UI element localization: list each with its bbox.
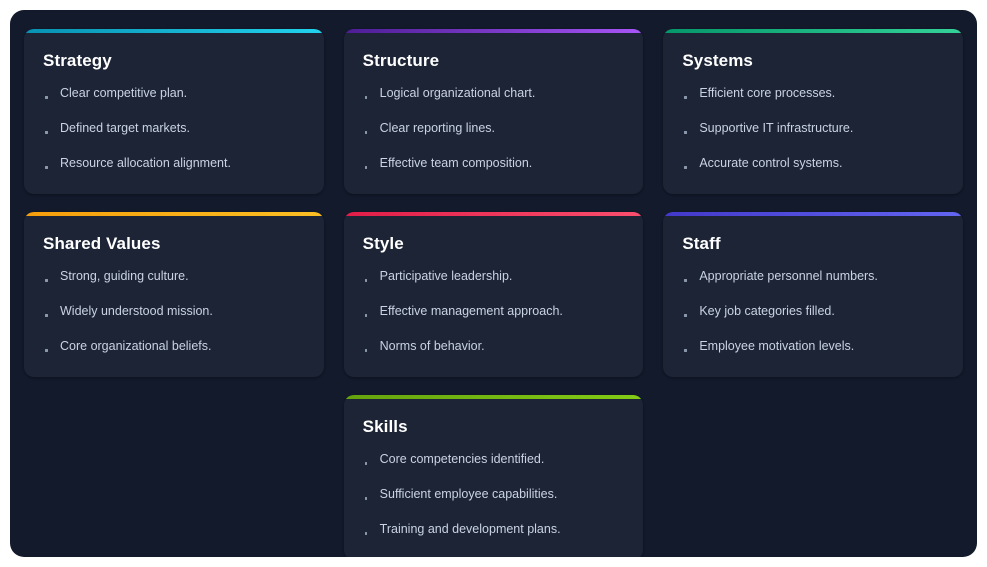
- list-item: Training and development plans.: [362, 521, 624, 538]
- list-item: Clear reporting lines.: [362, 120, 624, 137]
- bullet-icon: [364, 131, 368, 134]
- card-title: Skills: [362, 417, 408, 437]
- card-accent-bar: [663, 29, 963, 33]
- card-item-list: Logical organizational chart. Clear repor…: [362, 85, 624, 172]
- bullet-icon: [45, 349, 48, 352]
- list-item: Appropriate personnel numbers.: [681, 268, 943, 285]
- bullet-icon: [364, 96, 368, 99]
- list-item-label: Core competencies identified.: [379, 452, 545, 467]
- list-item: Strong, guiding culture.: [42, 268, 304, 285]
- bullet-icon: [364, 462, 368, 465]
- list-item-label: Effective team composition.: [379, 156, 533, 171]
- list-item-label: Key job categories filled.: [699, 304, 835, 319]
- card-title: Staff: [682, 234, 721, 254]
- list-item: Core competencies identified.: [362, 451, 624, 468]
- card-item-list: Clear competitive plan. Defined target ma…: [42, 85, 304, 172]
- card-accent-bar: [663, 212, 963, 217]
- bullet-icon: [45, 96, 48, 99]
- list-item: Efficient core processes.: [681, 85, 943, 102]
- bullet-icon: [364, 166, 368, 169]
- list-item: Resource allocation alignment.: [42, 155, 304, 172]
- list-item: Logical organizational chart.: [362, 85, 624, 102]
- bullet-icon: [364, 314, 368, 317]
- card-title: Shared Values: [43, 234, 161, 254]
- list-item: Key job categories filled.: [681, 303, 943, 320]
- bullet-icon: [684, 166, 687, 169]
- bullet-icon: [364, 497, 368, 500]
- card-accent-bar: [343, 29, 644, 33]
- bullet-icon: [684, 279, 687, 282]
- list-item-label: Employee motivation levels.: [699, 339, 855, 354]
- card-title: Systems: [682, 51, 753, 70]
- card-item-list: Participative leadership. Effective manag…: [362, 268, 624, 355]
- list-item: Widely understood mission.: [42, 303, 304, 320]
- list-item: Effective management approach.: [362, 303, 624, 320]
- card-accent-bar: [343, 212, 644, 217]
- list-item-label: Accurate control systems.: [699, 156, 843, 171]
- list-item-label: Norms of behavior.: [379, 339, 485, 354]
- list-item: Participative leadership.: [362, 268, 624, 285]
- list-item-label: Core organizational beliefs.: [60, 339, 212, 354]
- list-item-label: Logical organizational chart.: [379, 86, 536, 101]
- list-item-label: Defined target markets.: [60, 121, 190, 136]
- list-item: Clear competitive plan.: [42, 85, 304, 102]
- card-title: Style: [362, 234, 404, 254]
- bullet-icon: [364, 279, 368, 282]
- bullet-icon: [45, 279, 48, 282]
- list-item-label: Supportive IT infrastructure.: [699, 121, 854, 136]
- list-item-label: Widely understood mission.: [60, 304, 213, 319]
- bullet-icon: [684, 131, 687, 134]
- card-accent-bar: [343, 395, 644, 400]
- list-item-label: Clear competitive plan.: [60, 86, 188, 101]
- list-item: Defined target markets.: [42, 120, 304, 137]
- list-item: Supportive IT infrastructure.: [681, 120, 943, 137]
- list-item: Norms of behavior.: [362, 338, 624, 355]
- list-item-label: Sufficient employee capabilities.: [379, 487, 558, 502]
- bullet-icon: [684, 349, 687, 352]
- card-accent-bar: [24, 212, 324, 217]
- list-item: Accurate control systems.: [681, 155, 943, 172]
- list-item: Core organizational beliefs.: [42, 338, 304, 355]
- list-item-label: Clear reporting lines.: [379, 121, 495, 136]
- bullet-icon: [45, 166, 48, 169]
- list-item: Effective team composition.: [362, 155, 624, 172]
- bullet-icon: [45, 131, 48, 134]
- card-accent-bar: [24, 29, 324, 33]
- card-title: Structure: [362, 51, 440, 70]
- list-item-label: Training and development plans.: [379, 522, 561, 537]
- bullet-icon: [684, 96, 687, 99]
- bullet-icon: [364, 532, 368, 535]
- card-item-list: Strong, guiding culture. Widely understoo…: [42, 268, 304, 355]
- bullet-icon: [684, 314, 687, 317]
- list-item-label: Participative leadership.: [379, 269, 513, 284]
- list-item-label: Effective management approach.: [379, 304, 563, 319]
- list-item-label: Appropriate personnel numbers.: [699, 269, 878, 284]
- card-item-list: Efficient core processes. Supportive IT i…: [681, 85, 943, 172]
- bullet-icon: [364, 349, 368, 352]
- list-item-label: Efficient core processes.: [699, 86, 836, 101]
- bullet-icon: [45, 314, 48, 317]
- list-item: Employee motivation levels.: [681, 338, 943, 355]
- list-item: Sufficient employee capabilities.: [362, 486, 624, 503]
- list-item-label: Strong, guiding culture.: [60, 269, 189, 284]
- card-title: Strategy: [43, 51, 112, 70]
- card-item-list: Appropriate personnel numbers. Key job ca…: [681, 268, 943, 355]
- list-item-label: Resource allocation alignment.: [60, 156, 231, 171]
- card-item-list: Core competencies identified. Sufficient …: [362, 451, 624, 538]
